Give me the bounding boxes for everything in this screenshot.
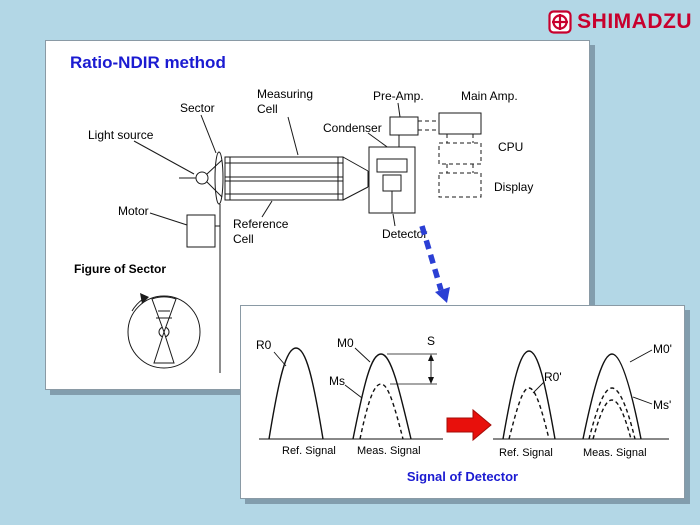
signal-panel: R0 M0 Ms S Ref. Signal Meas. Signal R0' …	[240, 305, 685, 499]
label-cpu: CPU	[498, 140, 524, 154]
label-left-ref-signal: Ref. Signal	[282, 445, 336, 457]
label-right-meas-signal: Meas. Signal	[583, 447, 647, 459]
shimadzu-logo: SHIMADZU	[548, 10, 692, 34]
page-title: Ratio-NDIR method	[70, 53, 226, 72]
label-s: S	[427, 334, 436, 348]
label-condenser: Condenser	[323, 121, 382, 135]
label-left-meas-signal: Meas. Signal	[357, 445, 421, 457]
label-ms-prime: Ms'	[653, 398, 672, 412]
red-transition-arrow	[446, 408, 492, 442]
label-measuring-cell: Measuring Cell	[257, 87, 314, 116]
motor-unit	[186, 204, 221, 373]
detector-signal-plots	[259, 347, 669, 442]
label-main-amp: Main Amp.	[461, 89, 518, 103]
label-ms: Ms	[329, 374, 345, 388]
label-m0-prime: M0'	[653, 342, 672, 356]
right-signal-plot	[493, 349, 669, 440]
signal-panel-caption: Signal of Detector	[406, 469, 519, 484]
label-display: Display	[494, 180, 534, 194]
label-detector: Detector	[382, 227, 428, 241]
label-sector: Sector	[180, 101, 215, 115]
sector-disk	[214, 151, 224, 205]
sector-wheel-figure	[127, 293, 201, 369]
label-right-ref-signal: Ref. Signal	[499, 447, 553, 459]
ndir-schematic-drawing	[127, 102, 482, 373]
label-m0: M0	[337, 336, 354, 350]
shimadzu-logo-text: SHIMADZU	[577, 10, 692, 33]
label-reference-cell: Reference Cell	[233, 217, 289, 246]
light-source	[179, 159, 223, 198]
detector-assembly	[368, 146, 416, 214]
leader-lines	[133, 102, 401, 227]
label-r0: R0	[256, 338, 272, 352]
label-light-source: Light source	[88, 128, 154, 142]
label-motor: Motor	[118, 204, 149, 218]
label-r0-prime: R0'	[544, 370, 562, 384]
left-signal-plot	[259, 347, 443, 440]
cell-tube	[224, 156, 369, 201]
label-figure-of-sector: Figure of Sector	[74, 262, 167, 276]
amplifier-chain	[389, 112, 482, 198]
shimadzu-logo-icon	[548, 10, 572, 34]
label-pre-amp: Pre-Amp.	[373, 89, 424, 103]
